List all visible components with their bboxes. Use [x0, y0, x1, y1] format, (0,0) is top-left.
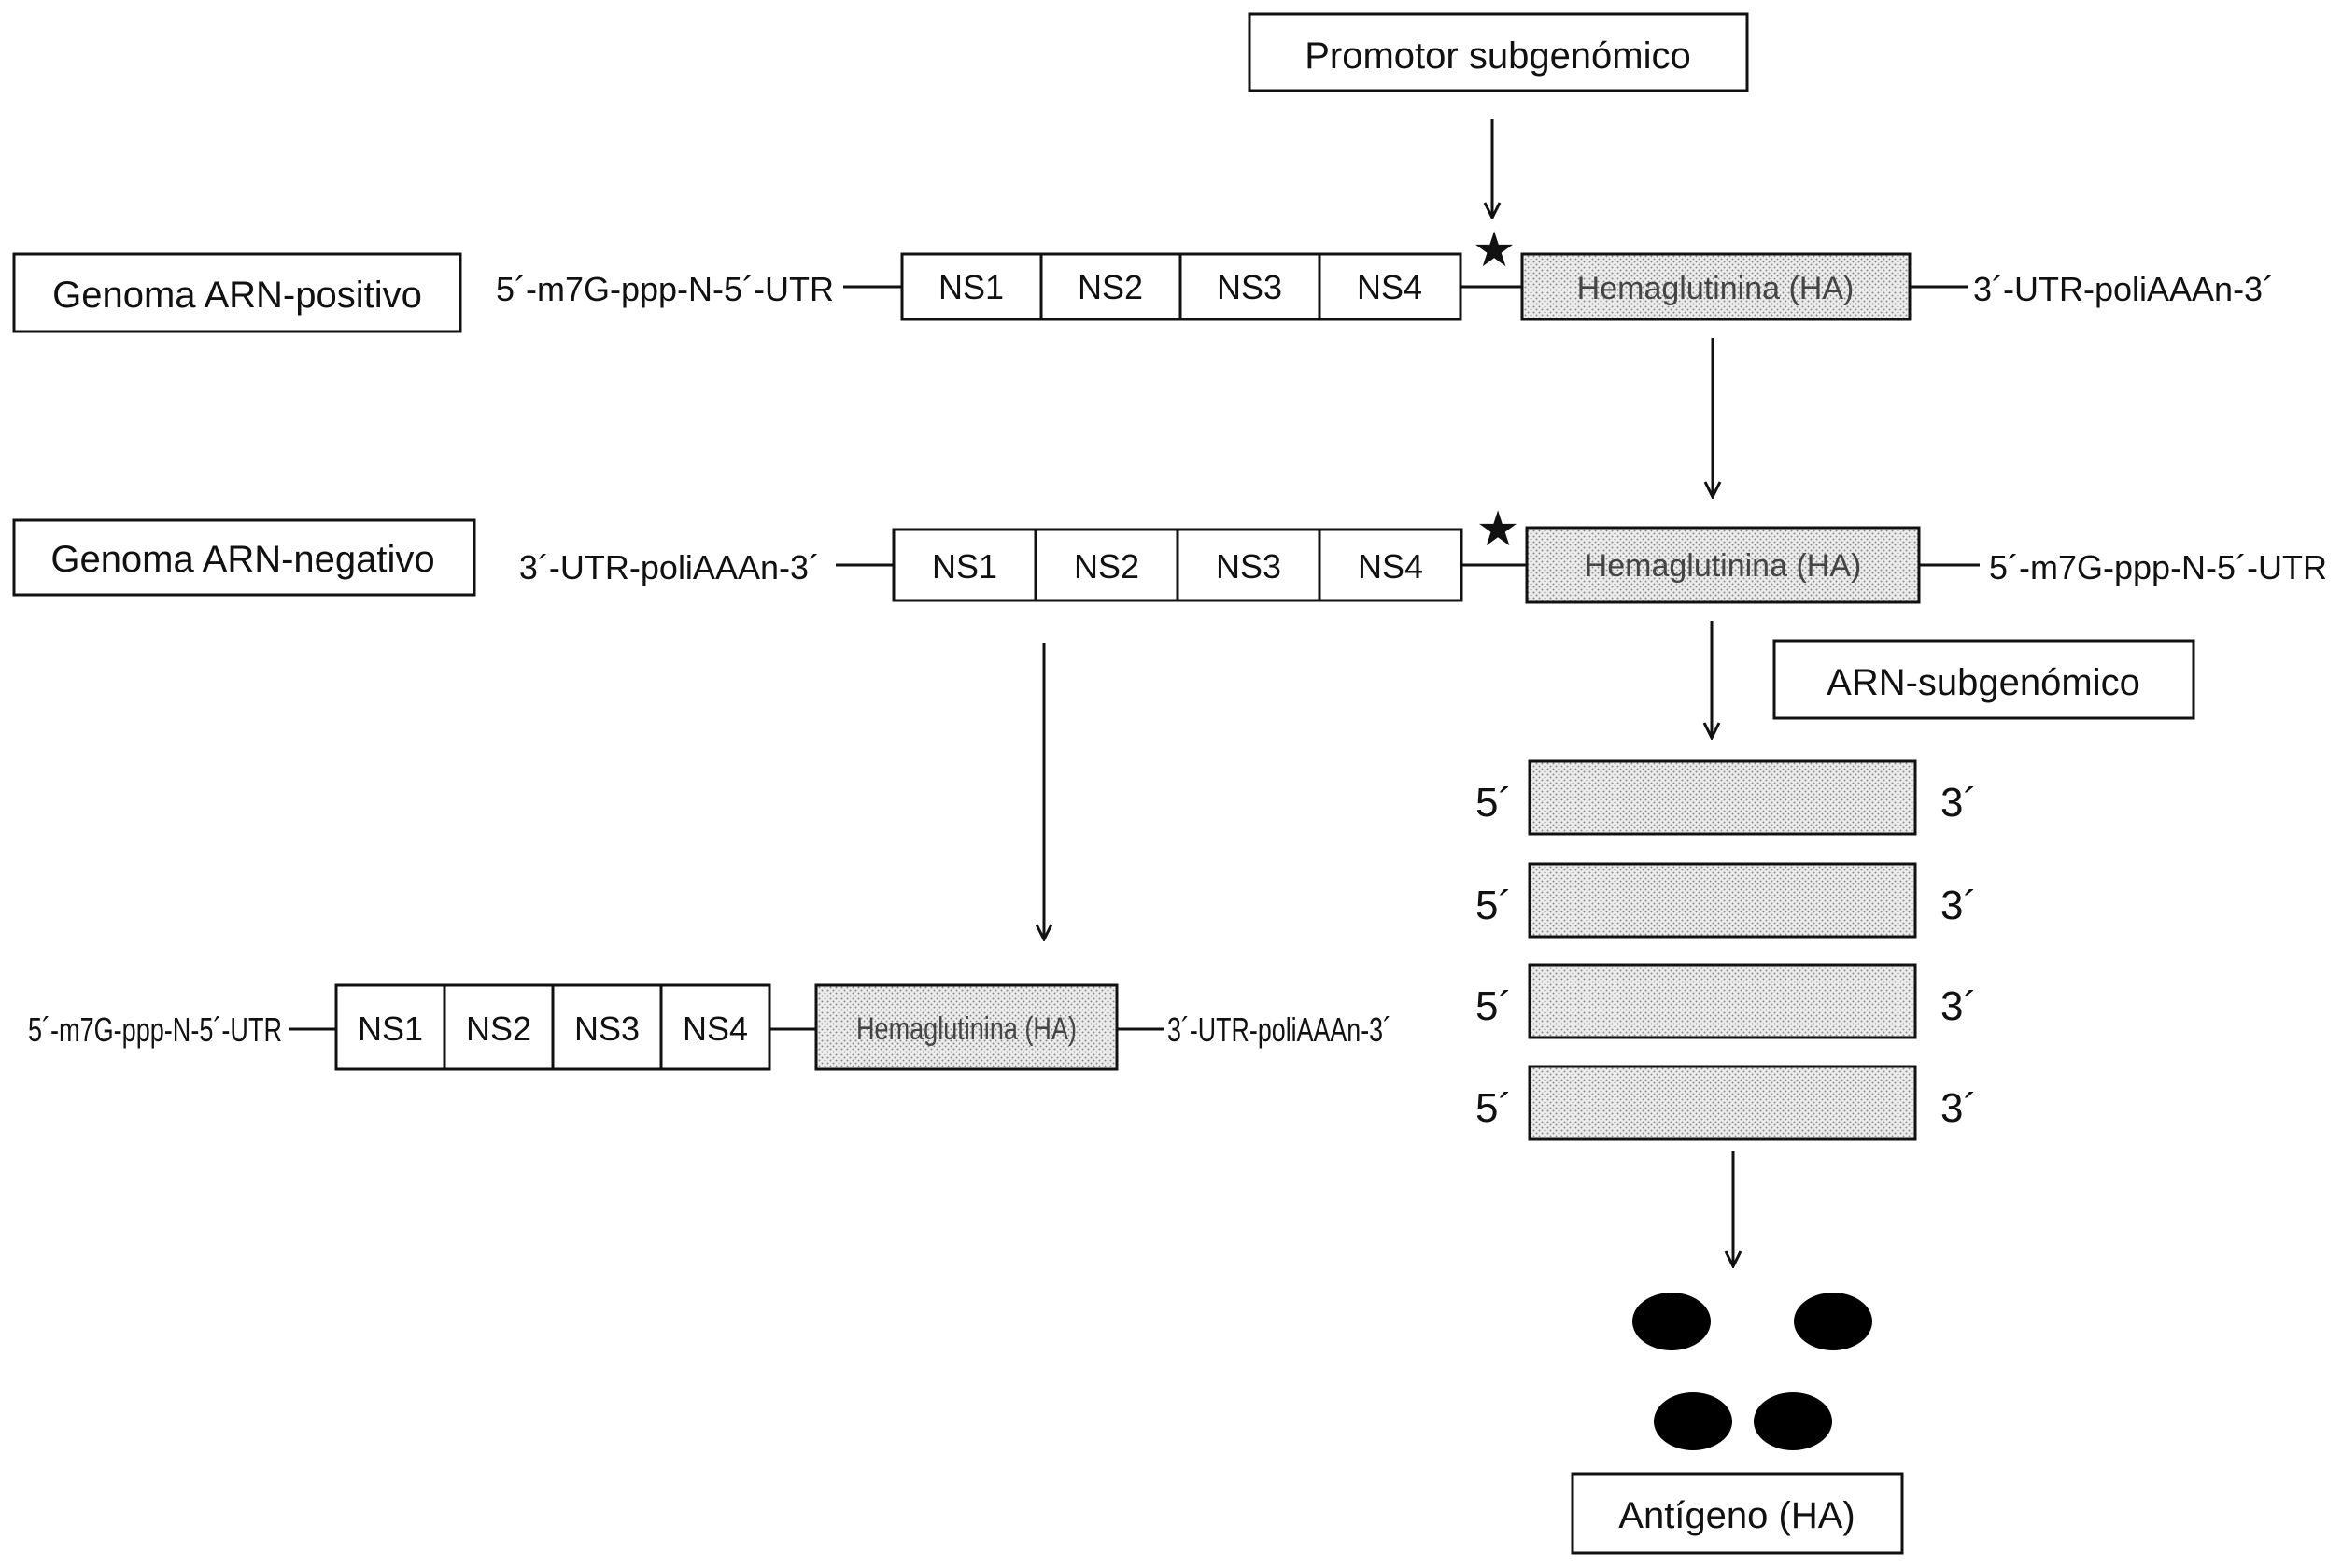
star-icon: ★	[1476, 502, 1520, 557]
antigen-protein-shape	[1654, 1392, 1732, 1450]
genome-positive-row: Genoma ARN-positivo 5´-m7G-ppp-N-5´-UTR …	[12, 223, 2274, 333]
strand-5-prime: 5´	[1475, 983, 1512, 1029]
antigen-protein-shape	[1794, 1293, 1872, 1350]
genome-positive-left-end: 5´-m7G-ppp-N-5´-UTR	[496, 270, 834, 308]
genome-negative-label: Genoma ARN-negativo	[50, 539, 434, 580]
genome-positive-right-end: 3´-UTR-poliAAAn-3´	[1973, 270, 2274, 308]
genome-negative-left-end: 3´-UTR-poliAAAn-3´	[519, 548, 820, 586]
antigen-protein-shape	[1632, 1293, 1711, 1350]
strand-3-prime: 3´	[1940, 1085, 1977, 1131]
genome-copy-ns2: NS2	[466, 1010, 531, 1048]
strand-5-prime: 5´	[1475, 883, 1512, 928]
subgenomic-label-box: ARN-subgenómico	[1772, 639, 2195, 720]
genome-copy-left-end: 5´-m7G-ppp-N-5´-UTR	[28, 1010, 282, 1049]
strand-3-prime: 3´	[1940, 883, 1977, 928]
star-icon: ★	[1473, 223, 1517, 277]
genome-copy-ha: Hemaglutinina (HA)	[856, 1011, 1077, 1047]
genome-positive-label: Genoma ARN-positivo	[52, 275, 422, 316]
genome-positive-label-box	[12, 252, 462, 333]
genome-copy-ns1: NS1	[358, 1010, 423, 1048]
promoter-label-box: Promotor subgenómico	[1248, 12, 1749, 92]
genome-positive-ns2: NS2	[1078, 268, 1143, 306]
genome-copy-ha-box	[814, 983, 1119, 1071]
genome-negative-label-box	[12, 518, 476, 597]
genome-negative-ha: Hemaglutinina (HA)	[1585, 548, 1862, 584]
genome-copy-row: 5´-m7G-ppp-N-5´-UTR NS1 NS2 NS3 NS4 Hema…	[28, 983, 1391, 1071]
genome-negative-ns4: NS4	[1358, 547, 1423, 586]
strand-3-prime: 3´	[1940, 983, 1977, 1029]
genome-negative-ha-box	[1525, 526, 1921, 604]
subgenomic-rna-strand: 5´ 3´	[1475, 759, 1977, 836]
strand-3-prime: 3´	[1940, 780, 1977, 826]
genome-positive-ha: Hemaglutinina (HA)	[1577, 271, 1855, 306]
genome-negative-row: Genoma ARN-negativo 3´-UTR-poliAAAn-3´ N…	[12, 502, 2327, 604]
subgenomic-rna-strand: 5´ 3´	[1475, 963, 1977, 1039]
strand-5-prime: 5´	[1475, 1085, 1512, 1131]
genome-negative-right-end: 5´-m7G-ppp-N-5´-UTR	[1989, 548, 2327, 586]
subgenomic-label: ARN-subgenómico	[1827, 662, 2140, 703]
genome-negative-ns1: NS1	[932, 547, 997, 586]
genome-copy-ns4: NS4	[683, 1010, 748, 1048]
antigen-label-box: Antígeno (HA)	[1571, 1472, 1904, 1555]
genome-copy-ns3: NS3	[574, 1010, 640, 1048]
antigen-label: Antígeno (HA)	[1618, 1495, 1855, 1536]
genome-positive-ns4: NS4	[1357, 268, 1422, 306]
strand-5-prime: 5´	[1475, 780, 1512, 826]
genome-positive-ha-box	[1520, 252, 1912, 321]
antigen-protein-shape	[1754, 1392, 1832, 1450]
genome-positive-ns3: NS3	[1217, 268, 1282, 306]
genome-negative-ns3: NS3	[1216, 547, 1281, 586]
promoter-label: Promotor subgenómico	[1305, 35, 1691, 77]
genome-positive-ns1: NS1	[938, 268, 1004, 306]
subgenomic-rna-strand: 5´ 3´	[1475, 1065, 1977, 1141]
subgenomic-rna-strand: 5´ 3´	[1475, 862, 1977, 939]
genome-negative-ns2: NS2	[1074, 547, 1139, 586]
genome-copy-right-end: 3´-UTR-poliAAAn-3´	[1167, 1010, 1391, 1049]
